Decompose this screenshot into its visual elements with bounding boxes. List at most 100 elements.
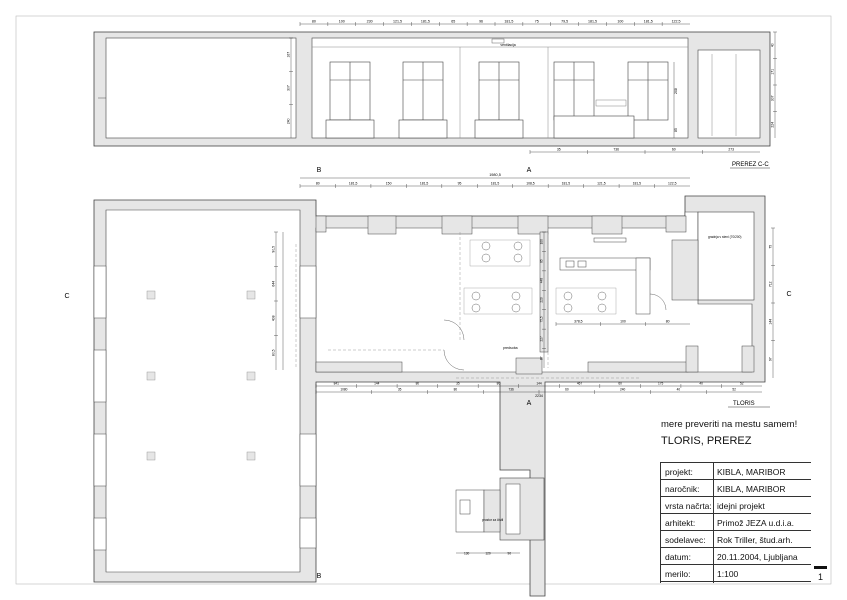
dimension-label: 121,5 [393, 20, 402, 24]
dimension-label: 40 [677, 388, 681, 392]
section-dimensions-left: 167 307 240 [287, 37, 293, 138]
dimension-label: 644 [272, 281, 276, 287]
title-block-label: vrsta načrta: [665, 501, 712, 511]
dimension-label: 144 [769, 319, 773, 325]
dimension-label: 90 [508, 552, 512, 556]
dimension-label: 712 [769, 281, 773, 287]
dimension-label: 144 [536, 382, 542, 386]
dimension-label: 130 [464, 552, 470, 556]
dimension-label: 80 [666, 320, 670, 324]
sheet-number: 1 [814, 566, 827, 585]
floor-plan: gradnja v steni (70/200) predsoba [93, 195, 766, 597]
title-block-label: sodelavec: [665, 535, 706, 545]
title-block-value: KIBLA, MARIBOR [717, 484, 786, 494]
dimension-label: 181,5 [633, 182, 642, 186]
section-c-c: ventilacija [93, 31, 771, 147]
axis-marker-b-bottom: B [317, 573, 322, 580]
title-block-label: arhitekt: [665, 518, 696, 528]
dimension-label: 181,5 [420, 182, 429, 186]
dimension-label: 224 [771, 122, 775, 128]
dimension-label: 175 [658, 382, 664, 386]
title-block-value: idejni projekt [717, 501, 765, 511]
title-block-label: projekt: [665, 467, 693, 477]
dimension-label: 181,5 [504, 20, 513, 24]
closet-label: prostor za čistil [482, 518, 504, 522]
dimension-label: 75,5 [540, 316, 544, 322]
dimension-label: 307 [287, 85, 291, 91]
title-block-row: projekt: KIBLA, MARIBOR [661, 463, 811, 480]
dimension-label: 220 [540, 297, 544, 303]
axis-marker-c-left: C [64, 293, 69, 300]
dimension-label: 171 [771, 69, 775, 75]
title-block-row: merilo:1:100 [661, 565, 811, 582]
window-height-2: 85 [674, 128, 678, 132]
section-dimensions-bottom: 35 736 60 273 [529, 148, 760, 154]
dimension-label: 240 [287, 118, 291, 124]
dimension-label: 80 [454, 388, 458, 392]
dimension-label: 52 [732, 388, 736, 392]
dimension-label: 273 [728, 148, 734, 152]
dimension-label: 122,5 [668, 182, 677, 186]
title-block-row: sodelavec:Rok Triller, štud.arh. [661, 531, 811, 548]
axis-marker-a-top: A [527, 167, 532, 174]
dimension-label: 79,5 [561, 20, 568, 24]
section-label: PREREZ C-C [732, 162, 769, 168]
dimension-label: 736 [613, 148, 619, 152]
window-height-1: 208 [674, 88, 678, 94]
title-block-divider [713, 463, 714, 583]
axis-marker-b-top: B [317, 167, 322, 174]
title-block-value: Primož JEZA u.d.i.a. [717, 518, 794, 528]
dimension-label: 97 [769, 357, 773, 361]
dimension-label: 100 [620, 320, 626, 324]
dimension-label: 40 [771, 43, 775, 47]
dimension-label: 75 [535, 20, 539, 24]
title-block-label: merilo: [665, 569, 691, 579]
dimension-label: 230 [367, 20, 373, 24]
axis-marker-a-bottom: A [527, 400, 532, 407]
dimension-label: 122,5 [672, 20, 681, 24]
title-block-row: naročnik: KIBLA, MARIBOR [661, 480, 811, 497]
dimension-label: 378,5 [574, 320, 583, 324]
dimension-label: 181,5 [491, 182, 500, 186]
dimension-label: 121,5 [597, 182, 606, 186]
dimension-label: 35 [456, 382, 460, 386]
dimension-label: 100 [339, 20, 345, 24]
title-block-row: vrsta načrta: idejni projekt [661, 497, 811, 514]
sheet-border [15, 15, 832, 585]
kitchen-label: gradnja v steni (70/200) [708, 235, 742, 239]
dimension-label: 144 [374, 382, 380, 386]
dimension-label: 150 [386, 182, 392, 186]
dimension-label: 100 [540, 239, 544, 245]
title-block: projekt: KIBLA, MARIBOR naročnik: KIBLA, MA… [660, 462, 811, 583]
dimension-label: 307 [771, 95, 775, 101]
title-block-row: arhitekt: Primož JEZA u.d.i.a. [661, 514, 811, 531]
dimension-label: 181,5 [644, 20, 653, 24]
dimension-label: 40 [699, 382, 703, 386]
dimension-label: 167 [287, 52, 291, 58]
dimension-label: 240 [620, 388, 626, 392]
dimension-label: 80,5 [272, 349, 276, 356]
dimension-label: 181,5 [349, 182, 358, 186]
title-block-value: KIBLA, MARIBOR [717, 467, 786, 477]
dimension-label: 90,5 [272, 246, 276, 253]
dimension-label: 100 [617, 20, 623, 24]
dimension-label: 60 [672, 148, 676, 152]
dimension-label: 87 [540, 356, 544, 360]
dimension-label: 448 [540, 278, 544, 284]
counter-dimensions: 378,5 100 80 [555, 320, 690, 326]
dimension-label: 80 [497, 382, 501, 386]
dimension-label: 95 [458, 182, 462, 186]
dimension-label: 80 [316, 182, 320, 186]
title-block-label: naročnik: [665, 484, 700, 494]
dimension-label: 35 [557, 148, 561, 152]
dimension-label: 181,5 [562, 182, 571, 186]
plan-label: TLORIS [733, 401, 755, 407]
dimension-label: 467 [577, 382, 583, 386]
axis-marker-c-right: C [786, 291, 791, 298]
dimension-label: 96 [479, 20, 483, 24]
